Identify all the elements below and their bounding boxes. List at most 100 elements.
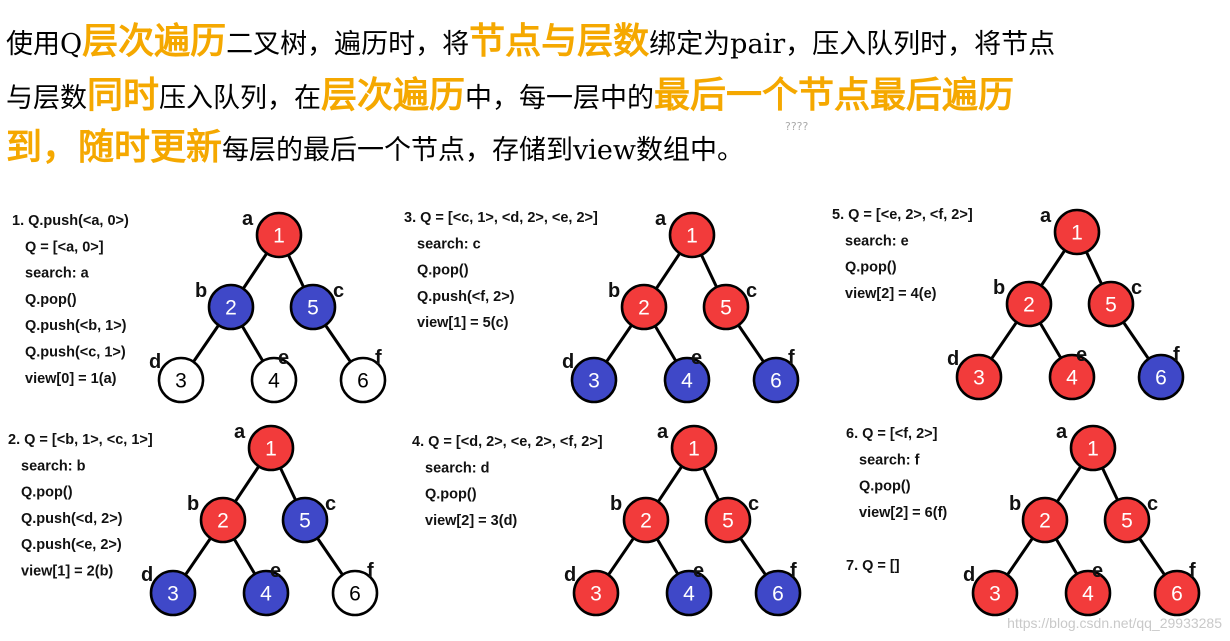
node-number-f: 6 [1171, 583, 1183, 606]
step-6-line-3: view[2] = 6(f) [859, 505, 947, 521]
node-label-f: f [1173, 344, 1180, 366]
node-label-d: d [149, 351, 161, 373]
node-number-c: 5 [307, 297, 319, 320]
step-1-line-3: Q.pop() [25, 292, 77, 308]
node-label-a: a [655, 208, 667, 230]
node-label-b: b [195, 280, 207, 302]
node-label-d: d [141, 564, 153, 586]
node-label-e: e [1076, 344, 1087, 366]
step-6-line-2: Q.pop() [859, 479, 911, 495]
step-1-line-1: Q = [<a, 0>] [25, 239, 104, 255]
node-label-d: d [947, 348, 959, 370]
tree-node-d [971, 569, 1019, 617]
node-label-a: a [1056, 421, 1068, 443]
tree-node-a [1053, 208, 1101, 256]
node-label-b: b [610, 493, 622, 515]
node-number-c: 5 [720, 297, 732, 320]
node-label-d: d [963, 564, 975, 586]
step-1-line-4: Q.push(<b, 1>) [25, 318, 127, 334]
node-label-b: b [1009, 493, 1021, 515]
node-label-a: a [657, 421, 669, 443]
tree-node-d [149, 569, 197, 617]
step-1-line-5: Q.push(<c, 1>) [25, 345, 126, 361]
node-number-b: 2 [1023, 294, 1035, 317]
node-number-b: 2 [640, 510, 652, 533]
tree-node-b [620, 283, 668, 331]
tree-node-e [1064, 569, 1112, 617]
tree-node-f [1153, 569, 1201, 617]
step-4-line-1: search: d [425, 460, 489, 476]
node-label-f: f [1189, 560, 1196, 582]
node-label-b: b [187, 493, 199, 515]
node-number-a: 1 [686, 225, 698, 248]
node-number-a: 1 [1071, 222, 1083, 245]
watermark: https://blog.csdn.net/qq_29933285 [1007, 615, 1222, 631]
step-6: 6. Q = [<f, 2>]search: fQ.pop()view[2] =… [846, 426, 947, 574]
node-label-c: c [325, 493, 336, 515]
tree-node-d [955, 353, 1003, 401]
node-label-b: b [993, 277, 1005, 299]
node-number-d: 3 [167, 583, 179, 606]
step-5-line-2: Q.pop() [845, 260, 897, 276]
node-label-a: a [242, 208, 254, 230]
node-number-a: 1 [688, 438, 700, 461]
header-line1-run-3: 节点与层数 [469, 21, 650, 62]
tree-node-c [704, 496, 752, 544]
node-label-e: e [270, 560, 281, 582]
tree-node-c [1103, 496, 1151, 544]
step-4-line-3: view[2] = 3(d) [425, 513, 517, 529]
node-number-e: 4 [1066, 367, 1078, 390]
node-number-c: 5 [299, 510, 311, 533]
step-2-line-5: view[1] = 2(b) [21, 564, 113, 580]
node-number-f: 6 [357, 370, 369, 393]
step-5-line-1: search: e [845, 233, 909, 249]
tree-node-e [250, 356, 298, 404]
step-3-line-3: Q.push(<f, 2>) [417, 289, 515, 305]
tree-node-a [255, 211, 303, 259]
header-line2-run-5: 最后一个节点最后遍历 [654, 75, 1015, 116]
node-label-b: b [608, 280, 620, 302]
step-5-line-0: 5. Q = [<e, 2>, <f, 2>] [832, 207, 973, 223]
tree-node-b [207, 283, 255, 331]
node-number-c: 5 [1121, 510, 1133, 533]
tree-node-d [570, 356, 618, 404]
tree-node-a [668, 211, 716, 259]
tree-node-a [247, 424, 295, 472]
node-label-c: c [746, 280, 757, 302]
tree-node-d [157, 356, 205, 404]
node-label-c: c [1131, 277, 1142, 299]
step-1-line-6: view[0] = 1(a) [25, 371, 117, 387]
node-number-e: 4 [268, 370, 280, 393]
node-label-d: d [562, 351, 574, 373]
question-marks: ???? [785, 120, 809, 133]
node-number-f: 6 [1155, 367, 1167, 390]
header-line1-run-2: 二叉树，遍历时，将 [226, 29, 470, 60]
step-3-line-4: view[1] = 5(c) [417, 315, 509, 331]
node-number-d: 3 [175, 370, 187, 393]
step-5-line-3: view[2] = 4(e) [845, 286, 937, 302]
node-label-f: f [788, 347, 795, 369]
step-4-line-2: Q.pop() [425, 487, 477, 503]
header-line1-run-4: 绑定为pair，压入队列时，将节点 [649, 29, 1056, 60]
tree-node-e [665, 569, 713, 617]
node-number-b: 2 [225, 297, 237, 320]
tree-node-b [622, 496, 670, 544]
tree-node-c [702, 283, 750, 331]
step-7-line: 7. Q = [] [846, 558, 900, 574]
node-number-c: 5 [722, 510, 734, 533]
node-label-e: e [693, 560, 704, 582]
step-4-line-0: 4. Q = [<d, 2>, <e, 2>, <f, 2>] [412, 434, 603, 450]
header-line3-run-1: 每层的最后一个节点，存储到view数组中。 [222, 135, 744, 166]
tree-node-a [1069, 424, 1117, 472]
step-2-line-1: search: b [21, 458, 86, 474]
header-line3-run-0: 到，随时更新 [6, 127, 223, 168]
step-3-line-2: Q.pop() [417, 263, 469, 279]
tree-node-f [1137, 353, 1185, 401]
tree-node-b [1005, 280, 1053, 328]
node-label-e: e [278, 347, 289, 369]
node-number-b: 2 [638, 297, 650, 320]
node-number-e: 4 [260, 583, 272, 606]
